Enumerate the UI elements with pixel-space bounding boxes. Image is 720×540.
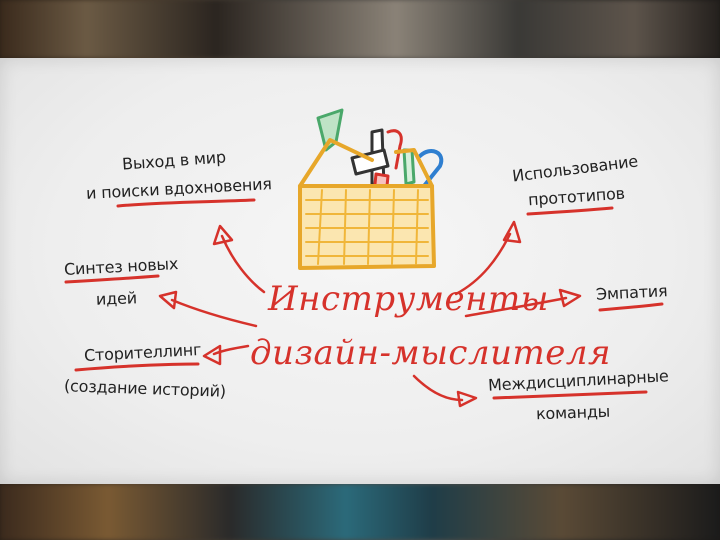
node-synthesis-line-2: идей: [96, 289, 138, 309]
toolbox-icon: [300, 110, 441, 268]
arrowhead-storytelling: [204, 346, 220, 364]
arrow-synthesis: [172, 300, 256, 326]
node-teams-line-2: команды: [536, 403, 611, 424]
title-line-1: Инструменты: [268, 282, 549, 316]
title-line-2: дизайн-мыслителя: [250, 336, 611, 370]
arrowhead-inspiration: [214, 226, 232, 244]
arrow-inspiration: [222, 236, 264, 292]
underline-inspiration: [118, 200, 254, 206]
underline-empathy: [600, 304, 662, 310]
node-empathy: Эмпатия: [596, 282, 668, 304]
arrow-teams: [414, 376, 462, 400]
arrowhead-empathy: [560, 290, 580, 306]
